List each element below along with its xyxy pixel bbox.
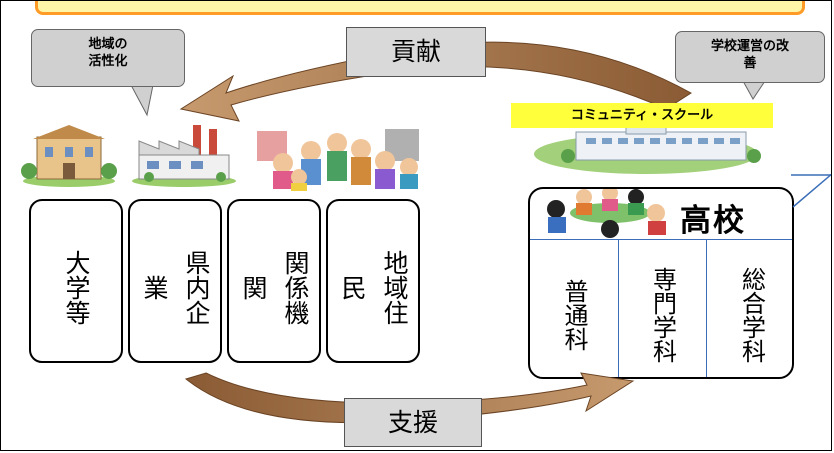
course-general-text: 普通科 — [560, 278, 588, 351]
org-university-text: 大学等 — [62, 249, 91, 325]
regional-revitalization-bubble: 地域の 活性化 — [31, 29, 185, 87]
high-school-box: 高校 普通科 専門学科 総合学科 — [528, 187, 794, 379]
support-label: 支援 — [344, 398, 482, 447]
org-box-residents: 地域住 民 — [326, 199, 420, 363]
org-residents-col1: 地域住 — [380, 249, 409, 325]
support-arrow — [184, 372, 635, 424]
factory-illustration — [132, 125, 236, 187]
course-integrated-text: 総合学科 — [737, 266, 766, 363]
contribution-label: 貢献 — [346, 27, 486, 77]
university-building-illustration — [21, 125, 117, 187]
bubble-right-tail — [742, 81, 766, 100]
org-box-companies: 県内企 業 — [128, 199, 222, 363]
bubble-right-text: 学校運営の改 善 — [710, 39, 789, 71]
school-management-bubble: 学校運営の改 善 — [675, 31, 825, 83]
course-general: 普通科 — [530, 240, 618, 377]
org-institutions-col2: 関 — [239, 274, 268, 300]
bubble-left-text: 地域の 活性化 — [88, 37, 128, 69]
school-building-illustration — [534, 123, 761, 174]
org-companies-col2: 業 — [140, 274, 169, 300]
contribution-arrow — [179, 41, 692, 122]
course-specialized-text: 専門学科 — [648, 266, 677, 363]
title-banner — [35, 1, 805, 15]
school-divider — [530, 239, 792, 240]
org-residents-col2: 民 — [338, 274, 367, 300]
org-box-university: 大学等 — [29, 199, 123, 363]
students-meeting-illustration — [547, 189, 666, 238]
org-companies-col1: 県内企 — [182, 249, 211, 325]
org-institutions-col1: 関係機 — [281, 249, 310, 325]
bubble-left-tail — [130, 85, 154, 117]
community-school-label: コミュニティ・スクール — [511, 103, 773, 128]
course-integrated: 総合学科 — [706, 240, 792, 377]
callout-pointer — [791, 173, 831, 208]
org-box-institutions: 関係機 関 — [227, 199, 321, 363]
course-specialized: 専門学科 — [618, 240, 706, 377]
residents-illustration — [257, 129, 419, 191]
high-school-title: 高校 — [680, 203, 746, 239]
